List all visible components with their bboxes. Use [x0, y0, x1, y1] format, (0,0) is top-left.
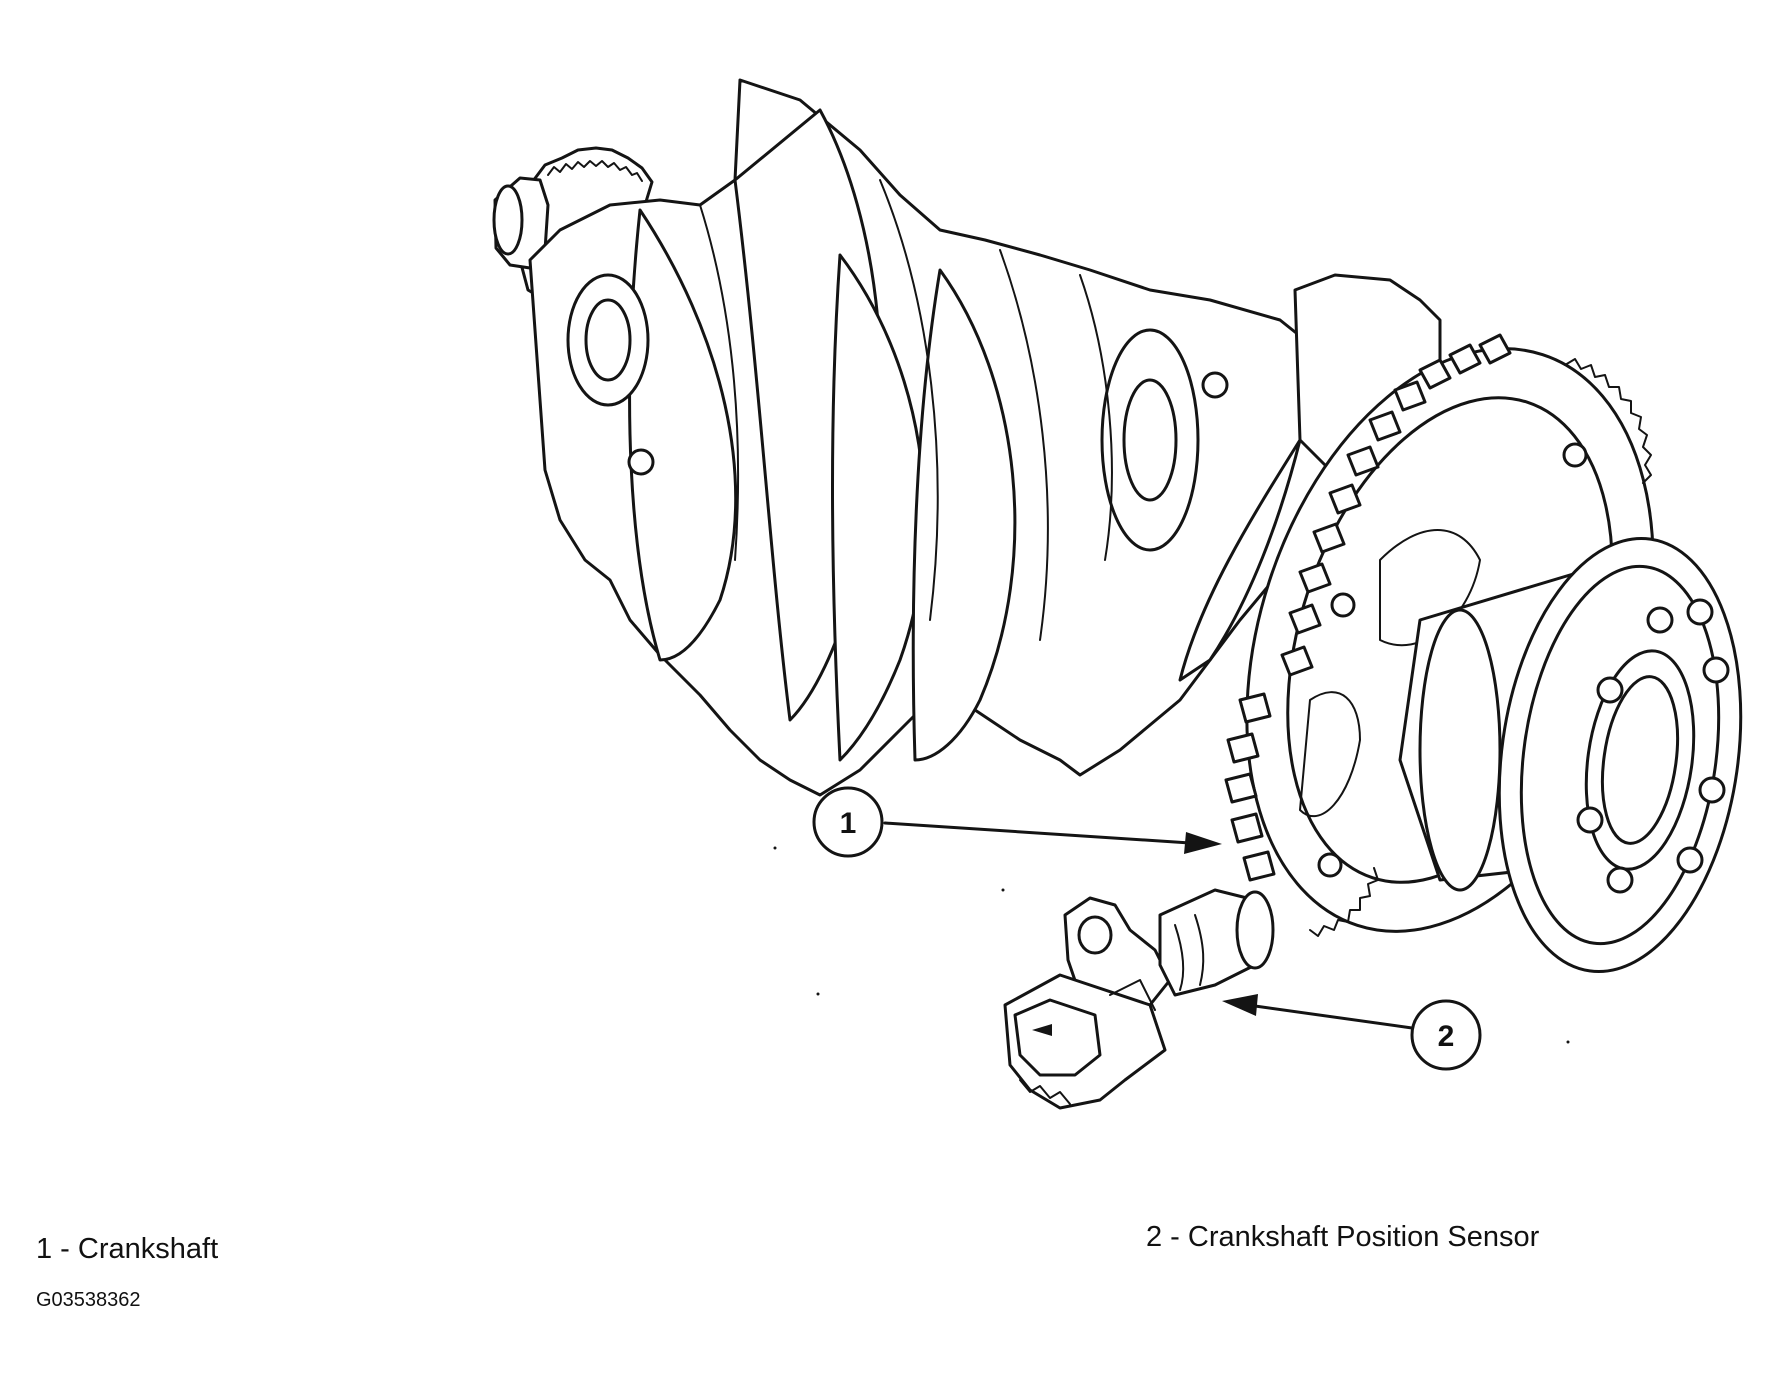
callout-2-arrowhead [1222, 994, 1258, 1016]
crankshaft-illustration [492, 78, 1743, 974]
callout-1-number: 1 [840, 807, 857, 840]
scan-specks [773, 846, 1570, 1044]
figure-id: G03538362 [36, 1289, 141, 1311]
callout-2: 2 [1222, 994, 1482, 1071]
front-flange [1497, 536, 1743, 974]
crankshaft-body [528, 78, 1332, 797]
callout-1: 1 [812, 786, 1222, 858]
legend-item-crankshaft: 1 - Crankshaft [36, 1233, 219, 1265]
callout-1-arrowhead [1184, 832, 1222, 854]
position-sensor-illustration [1003, 888, 1275, 1110]
legend-item-crankshaft-position-sensor: 2 - Crankshaft Position Sensor [1146, 1221, 1540, 1253]
callout-2-number: 2 [1438, 1020, 1455, 1053]
